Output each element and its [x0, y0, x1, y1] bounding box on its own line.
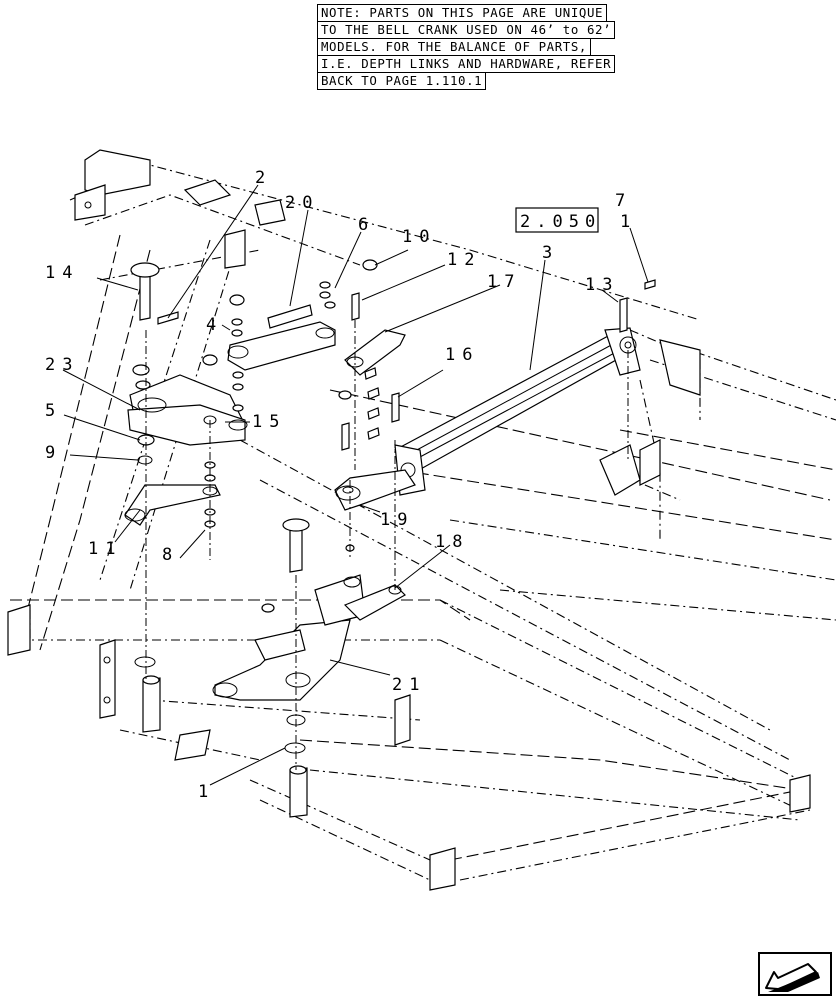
link-20 [227, 304, 336, 371]
pins [130, 262, 628, 818]
callout-20: 20 [285, 193, 319, 213]
frame-endcaps [7, 339, 811, 891]
callout-2: 2 [255, 168, 272, 188]
reference-box: 2.050 1 [515, 207, 636, 233]
callout-13: 13 [585, 275, 619, 295]
callout-5: 5 [45, 401, 62, 421]
callout-labels: 1 2 3 4 5 6 7 8 9 10 11 12 13 14 15 16 1… [45, 168, 632, 802]
lower-bell-crank [212, 574, 406, 701]
centerlines [145, 320, 629, 770]
callout-8: 8 [162, 545, 179, 565]
callout-16: 16 [445, 345, 479, 365]
note-line: TO THE BELL CRANK USED ON 46’ to 62’ [317, 21, 616, 39]
hydraulic-cylinder [394, 327, 641, 496]
note-line: BACK TO PAGE 1.110.1 [317, 72, 487, 90]
callout-10: 10 [402, 227, 436, 247]
callout-7: 7 [615, 191, 632, 211]
reference-box-label: 2.050 [520, 212, 601, 232]
callout-17: 17 [487, 272, 521, 292]
note-line: NOTE: PARTS ON THIS PAGE ARE UNIQUE [317, 4, 608, 22]
note-line: MODELS. FOR THE BALANCE OF PARTS, [317, 38, 591, 56]
callout-3: 3 [542, 243, 559, 263]
arm-11 [124, 484, 221, 526]
upper-bracket [74, 149, 286, 269]
callout-11: 11 [88, 539, 122, 559]
rod-end-link [334, 469, 416, 511]
leader-lines [62, 184, 649, 786]
callout-15: 15 [252, 412, 286, 432]
callout-18: 18 [435, 532, 469, 552]
upper-bell-crank [127, 364, 248, 446]
bushings [134, 259, 656, 754]
callout-23: 23 [45, 355, 79, 375]
back-arrow-icon [758, 952, 832, 996]
reference-box-suffix: 1 [620, 212, 636, 232]
callout-14: 14 [45, 263, 79, 283]
callout-1: 1 [198, 782, 215, 802]
callout-9: 9 [45, 443, 62, 463]
callout-12: 12 [447, 250, 481, 270]
callout-21: 21 [392, 675, 426, 695]
callout-6: 6 [358, 215, 375, 235]
callout-19: 19 [380, 510, 414, 530]
callout-4: 4 [206, 315, 223, 335]
parts-note: NOTE: PARTS ON THIS PAGE ARE UNIQUE TO T… [317, 4, 616, 90]
back-arrow-button[interactable] [758, 952, 832, 996]
